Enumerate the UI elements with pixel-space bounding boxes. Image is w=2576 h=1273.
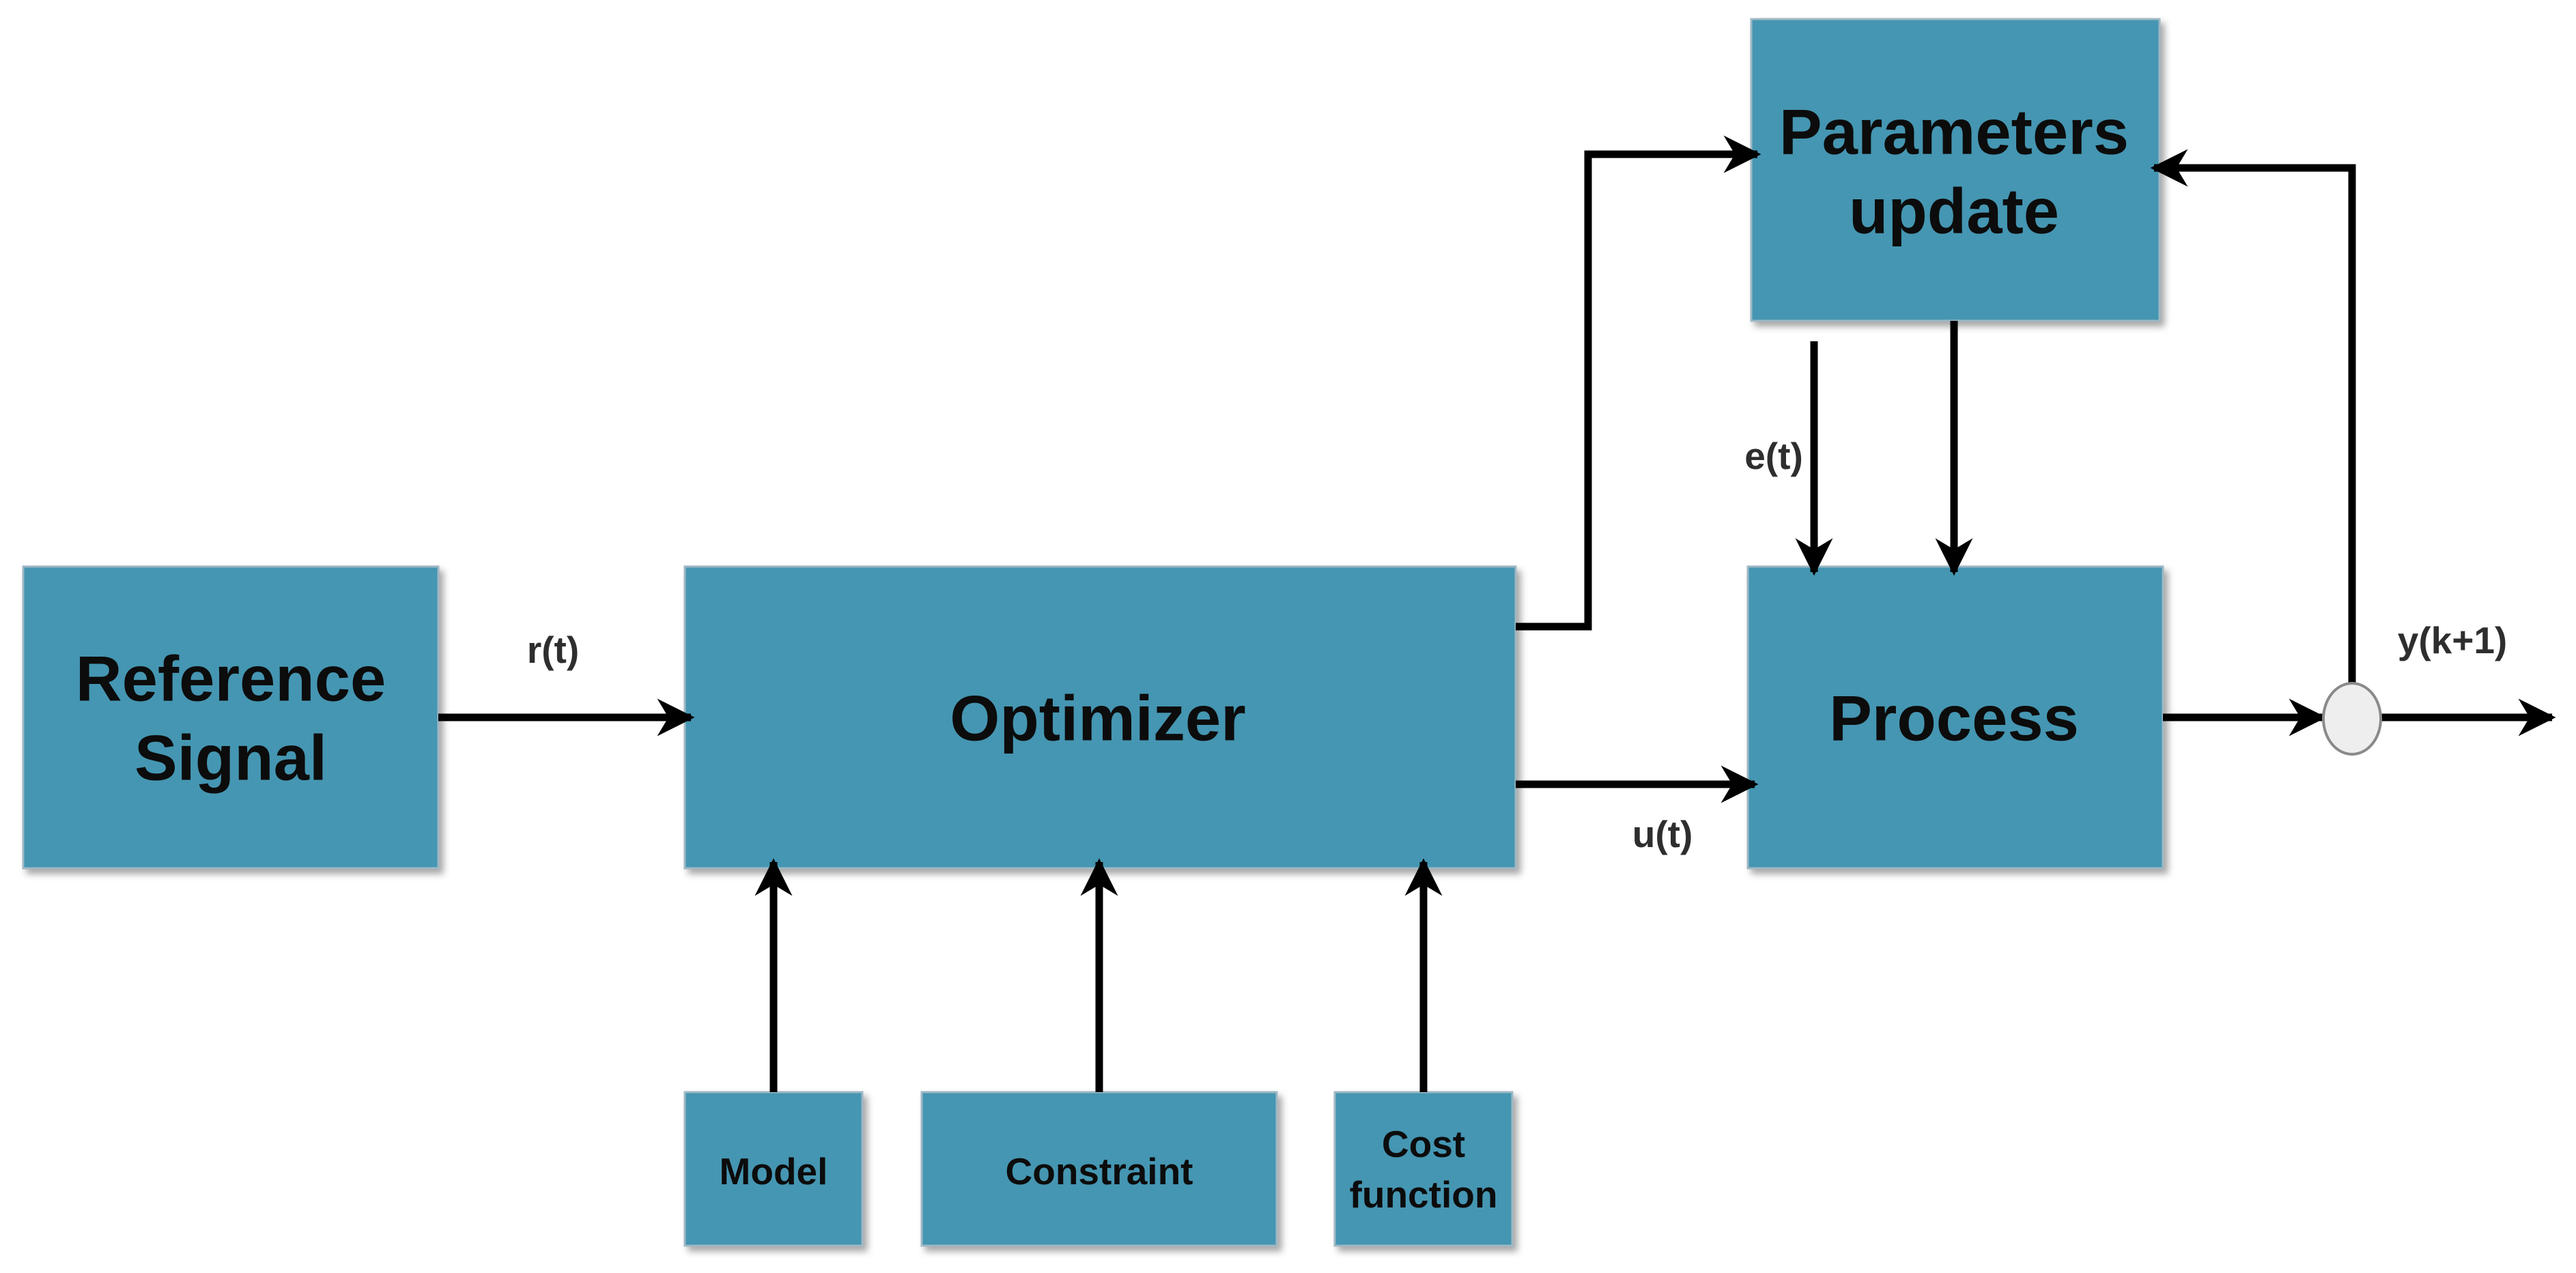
signal-label-y: y(k+1) xyxy=(2398,619,2508,661)
parameters-update-label-line2: update xyxy=(1849,175,2059,247)
signal-label-e: e(t) xyxy=(1744,435,1803,477)
signal-label-r: r(t) xyxy=(527,629,579,671)
cost-function-label-line1: Cost xyxy=(1382,1123,1465,1165)
reference-signal-label-line1: Reference xyxy=(76,643,386,715)
cost-function-block: Cost function xyxy=(1333,1091,1514,1247)
constraint-block: Constraint xyxy=(920,1091,1278,1247)
process-label: Process xyxy=(1829,683,2079,754)
signal-label-u: u(t) xyxy=(1632,813,1693,855)
optimizer-label: Optimizer xyxy=(950,683,1246,754)
parameters-update-block: Parameters update xyxy=(1750,18,2161,322)
parameters-update-label-line1: Parameters xyxy=(1779,96,2129,168)
model-label: Model xyxy=(720,1150,828,1192)
process-block: Process xyxy=(1746,565,2164,870)
summing-junction xyxy=(2322,682,2382,756)
optimizer-block: Optimizer xyxy=(683,565,1517,870)
constraint-label: Constraint xyxy=(1006,1150,1193,1192)
arrow-optimizer-to-parameters-update xyxy=(1516,135,1761,631)
model-block: Model xyxy=(683,1091,864,1247)
cost-function-label-line2: function xyxy=(1350,1173,1498,1216)
reference-signal-label-line2: Signal xyxy=(135,722,327,794)
arrow-feedback-to-parameters-update xyxy=(2150,149,2356,683)
reference-signal-block: Reference Signal xyxy=(22,565,440,870)
